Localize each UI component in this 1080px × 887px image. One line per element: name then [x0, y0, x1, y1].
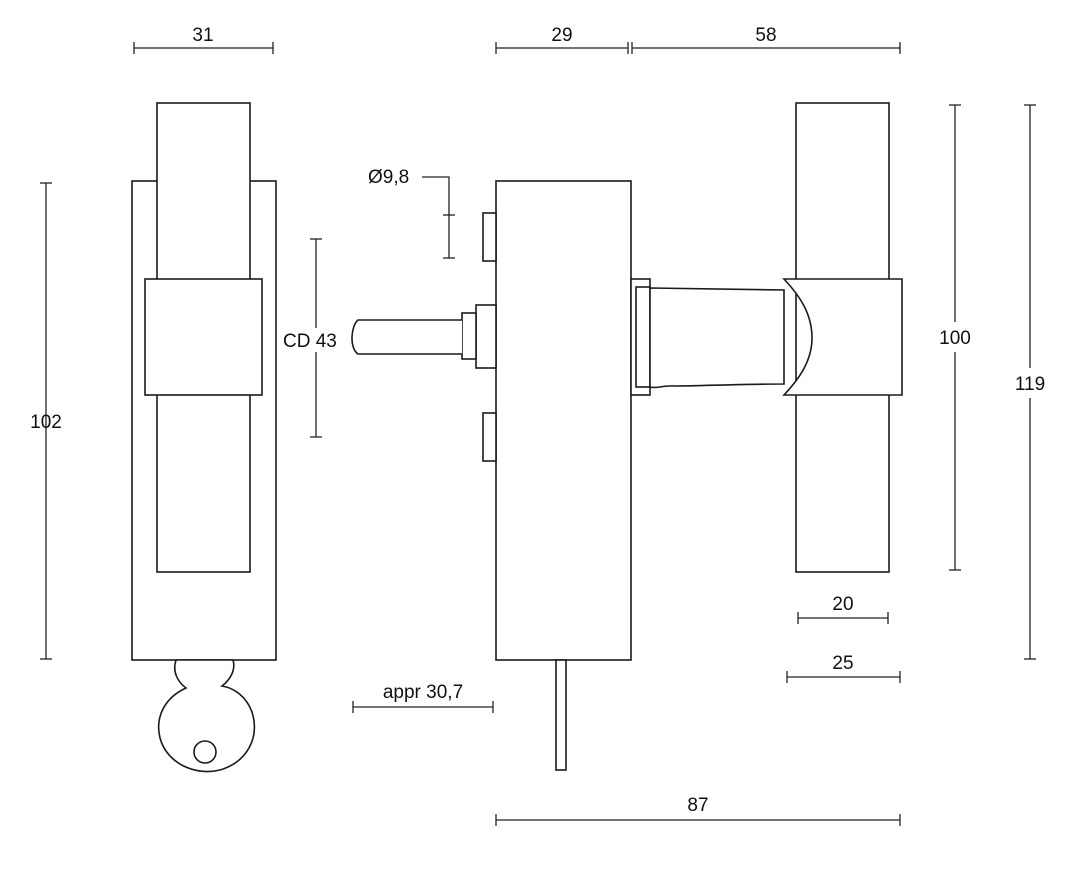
key-hole-icon	[193, 740, 217, 764]
side-clip-bottom	[482, 412, 497, 462]
dim-total-depth: 87	[687, 795, 708, 816]
dim-center-distance: CD 43	[283, 331, 337, 352]
side-clip-top	[482, 212, 497, 262]
front-view	[131, 102, 277, 773]
rose-plate-inner	[635, 286, 651, 388]
spindle-nut	[461, 312, 477, 360]
spindle-shaft	[351, 319, 462, 355]
spindle-rod-bottom	[555, 659, 567, 771]
side-view	[351, 180, 632, 771]
dim-handle-projection: 58	[755, 25, 776, 46]
side-body	[495, 180, 632, 661]
spindle-step	[475, 304, 497, 369]
dimension-labels: 31 29 58 Ø9,8 CD 43 102 100 119 20 25 ap…	[30, 25, 1045, 816]
dim-left-height: 102	[30, 412, 62, 433]
handle-view	[630, 102, 903, 573]
handle-neck	[649, 287, 785, 389]
dimension-lines	[40, 42, 1036, 826]
dim-total-height: 119	[1015, 374, 1045, 395]
handle-collar-side	[782, 278, 903, 396]
dim-handle-width: 25	[832, 653, 853, 674]
dim-left-width: 31	[192, 25, 213, 46]
handle-collar-front	[144, 278, 263, 396]
dim-grip-width: 20	[832, 594, 853, 615]
key-icon	[157, 659, 256, 773]
dim-mid-depth: 29	[551, 25, 572, 46]
dim-handle-height: 100	[939, 328, 971, 349]
dim-diameter: Ø9,8	[368, 167, 409, 188]
dim-spindle-length: appr 30,7	[383, 682, 463, 703]
